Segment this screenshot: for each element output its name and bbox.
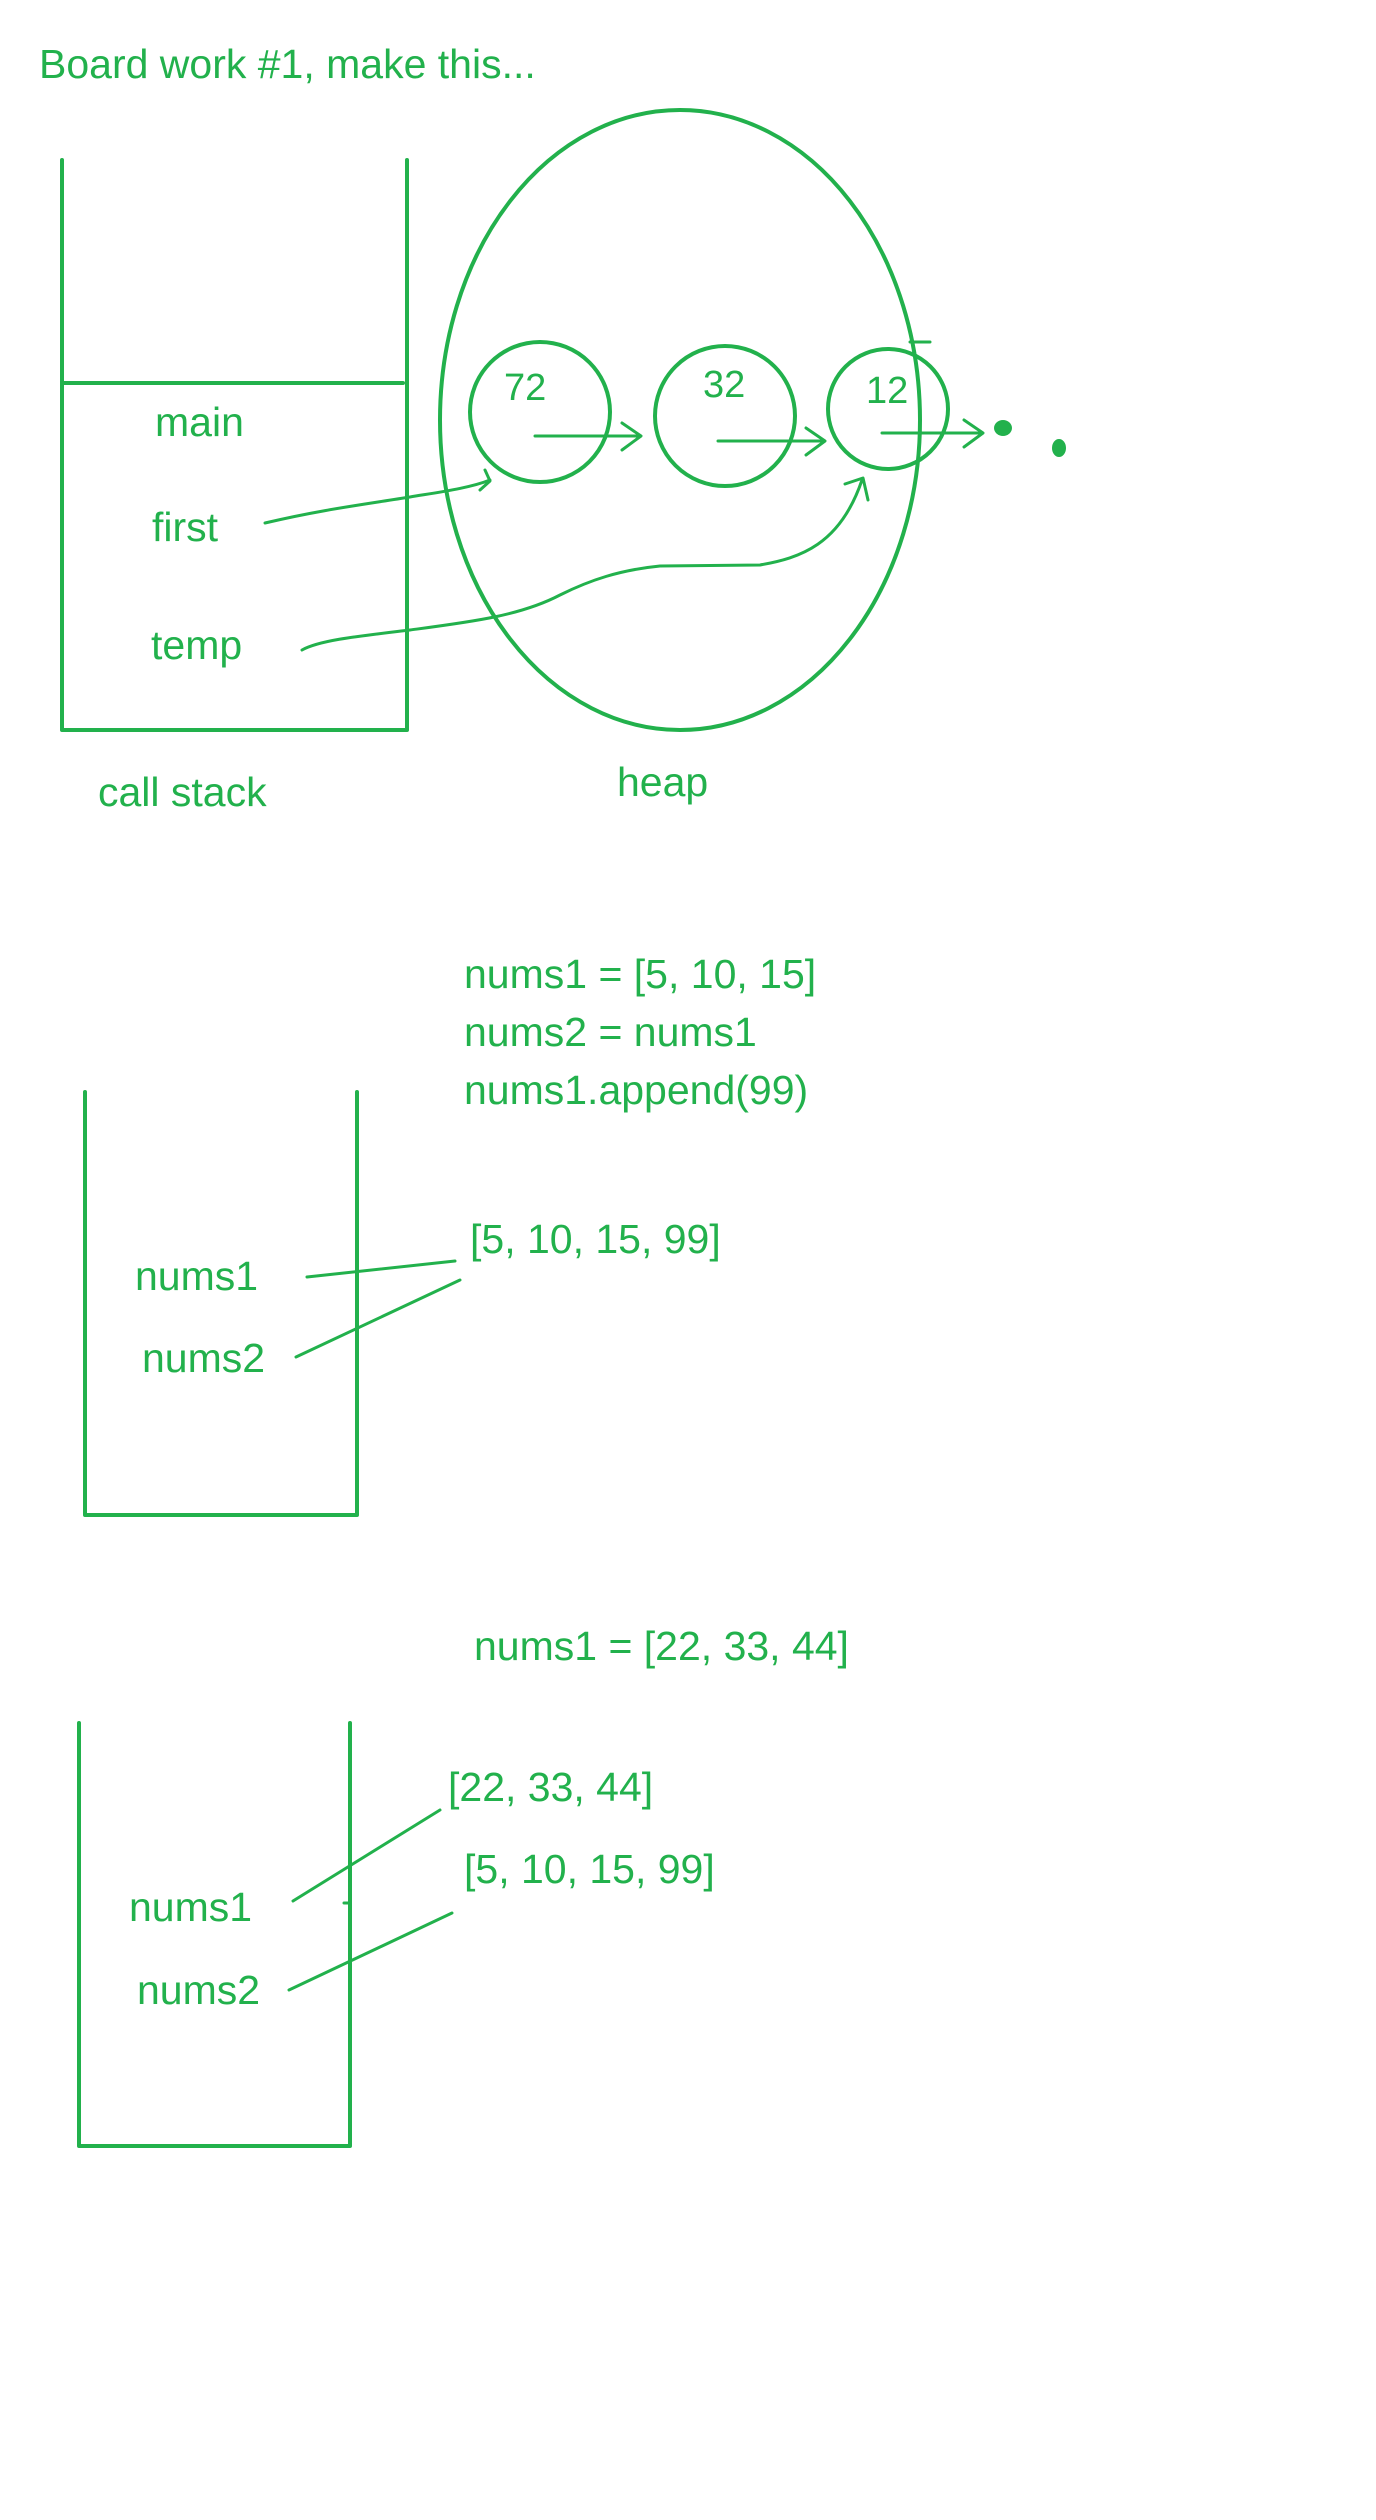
first-reference-arrow [263, 468, 492, 525]
stack-variable-first: first [152, 504, 219, 550]
code-line-3: nums1.append(99) [464, 1067, 808, 1113]
node-circle-72 [468, 340, 612, 484]
continuation-dot-1 [994, 420, 1012, 436]
nums1-reference-line [305, 1259, 457, 1279]
call-stack-box [60, 158, 409, 732]
node-value-12: 12 [866, 370, 908, 412]
heap-caption: heap [617, 759, 708, 805]
temp-reference-arrow [300, 476, 870, 652]
heap-region [438, 108, 922, 732]
stack-box-3 [77, 1721, 352, 2148]
heap-list-value: [5, 10, 15, 99] [470, 1216, 721, 1262]
linked-list-diagram: main first temp call stack heap 72 32 12 [60, 108, 1066, 815]
stack-variable-nums1: nums1 [135, 1253, 258, 1299]
aliasing-diagram: nums1 = [5, 10, 15] nums2 = nums1 nums1.… [83, 951, 816, 1517]
nums1-rebound-reference-line [291, 1808, 442, 1903]
stack-box-2 [83, 1090, 359, 1517]
continuation-dot-2 [1052, 439, 1066, 457]
next-arrow-32-to-12 [716, 426, 827, 457]
heap-new-list-value: [22, 33, 44] [448, 1764, 653, 1810]
stack-variable-nums2: nums2 [142, 1335, 265, 1381]
node-value-32: 32 [703, 364, 745, 406]
next-arrow-72-to-32 [533, 421, 643, 452]
stack-variable-nums2-rebound: nums2 [137, 1967, 260, 2013]
heap-old-list-value: [5, 10, 15, 99] [464, 1846, 715, 1892]
code-line-1: nums1 = [5, 10, 15] [464, 951, 816, 997]
stack-variable-temp: temp [151, 622, 242, 668]
node-circle-12 [826, 347, 950, 471]
rebinding-diagram: nums1 = [22, 33, 44] nums1 nums2 [22, 33… [77, 1623, 849, 2148]
code-line-rebind: nums1 = [22, 33, 44] [474, 1623, 849, 1669]
node-value-72: 72 [504, 367, 546, 409]
code-line-2: nums2 = nums1 [464, 1009, 757, 1055]
nums2-old-reference-line [287, 1911, 454, 1992]
call-stack-caption: call stack [98, 769, 267, 815]
node-circle-32 [653, 344, 797, 488]
stack-frame-label-main: main [155, 399, 244, 445]
board-title: Board work #1, make this... [39, 41, 536, 87]
nums2-reference-line [294, 1278, 462, 1359]
next-arrow-12-to-more [880, 418, 985, 449]
stack-variable-nums1-rebound: nums1 [129, 1884, 252, 1930]
